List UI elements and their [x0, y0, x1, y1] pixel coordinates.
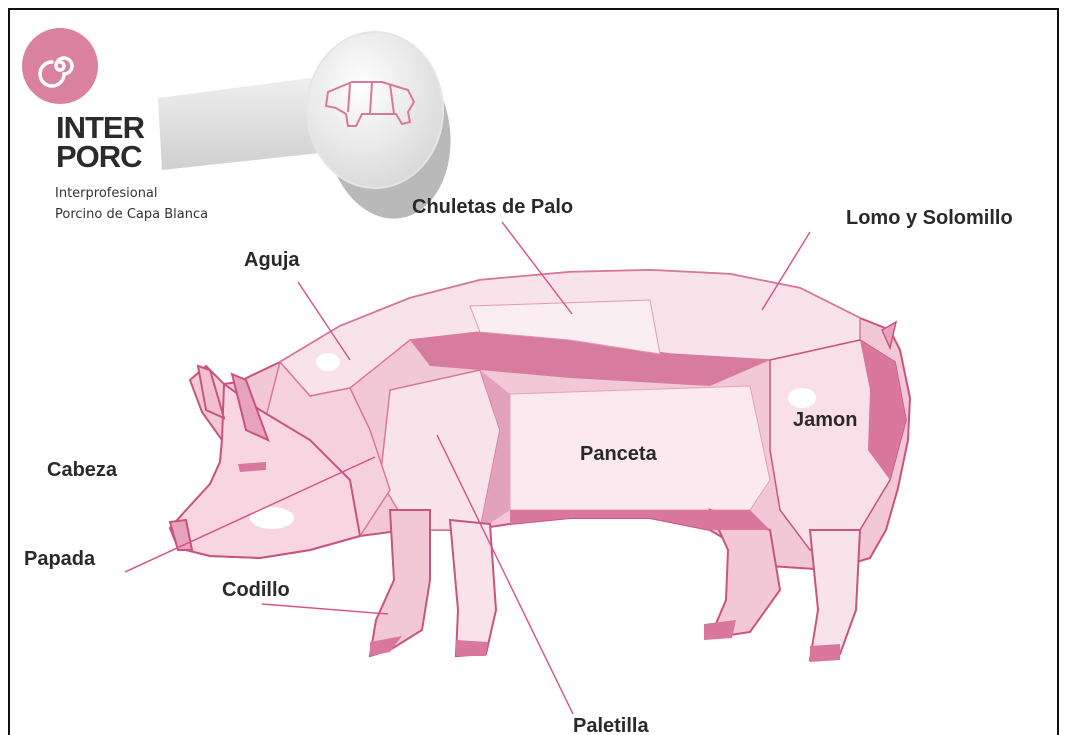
- neck-highlight: [316, 353, 340, 371]
- label-lomo-y-solomillo: Lomo y Solomillo: [846, 207, 1013, 229]
- label-papada: Papada: [24, 548, 96, 570]
- hoof-rear: [810, 644, 840, 662]
- label-chuletas-de-palo: Chuletas de Palo: [412, 196, 573, 218]
- ham-highlight: [788, 388, 816, 408]
- pig-cuts-diagram: INTER PORC Interprofesional Porcino de C…: [10, 10, 1059, 735]
- rear-leg-right: [810, 530, 860, 660]
- label-cabeza: Cabeza: [47, 459, 118, 481]
- hoof-front: [456, 640, 488, 656]
- head-highlight: [250, 507, 294, 529]
- belly-shadow: [510, 510, 770, 530]
- spiral-icon: [22, 28, 98, 104]
- brand-subtitle-line2: Porcino de Capa Blanca: [55, 207, 208, 222]
- label-panceta: Panceta: [580, 443, 658, 465]
- pig-illustration: [170, 270, 910, 662]
- shoulder-region: [380, 370, 500, 530]
- logo-disc: [307, 32, 443, 188]
- hoof-rear-left: [704, 620, 736, 640]
- brand-subtitle-line1: Interprofesional: [55, 186, 158, 201]
- leader-codillo: [262, 604, 388, 614]
- brand-name-line2: PORC: [56, 139, 142, 174]
- interporc-logo: INTER PORC Interprofesional Porcino de C…: [22, 28, 461, 227]
- label-paletilla: Paletilla: [573, 715, 649, 735]
- label-jamon: Jamon: [793, 409, 857, 431]
- label-aguja: Aguja: [244, 249, 300, 271]
- diagram-frame: INTER PORC Interprofesional Porcino de C…: [8, 8, 1059, 735]
- label-codillo: Codillo: [222, 579, 290, 601]
